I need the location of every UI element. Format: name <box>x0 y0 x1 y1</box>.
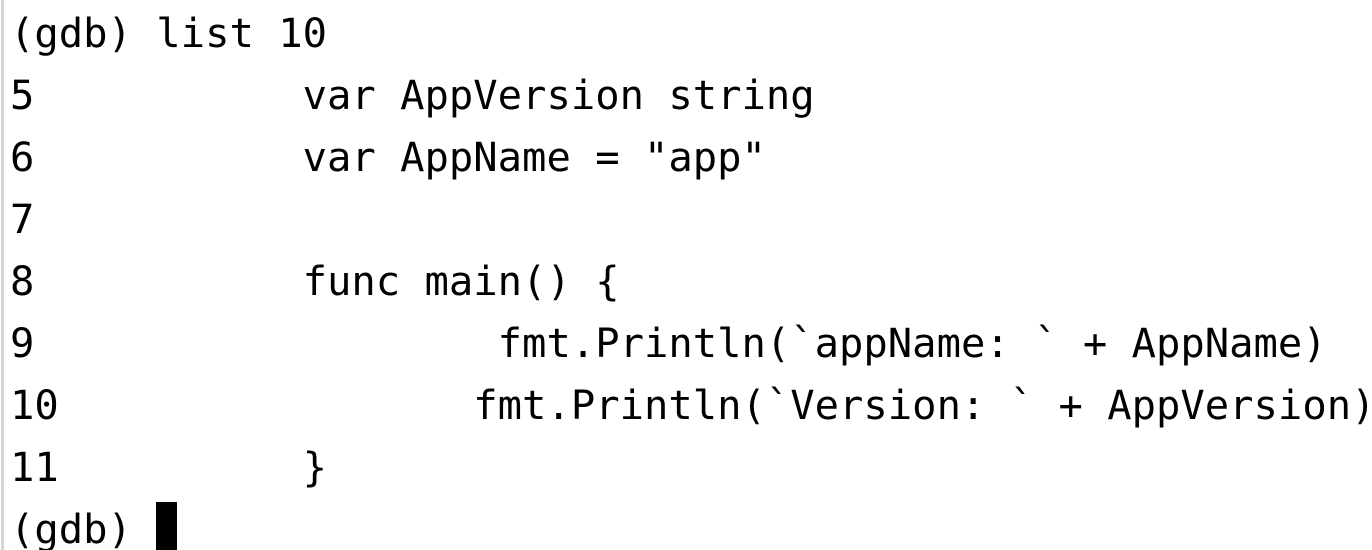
text-cursor <box>156 502 178 550</box>
source-line-8-text: 8 func main() { <box>10 257 620 305</box>
source-line-7-text: 7 <box>10 195 35 243</box>
command-line-text: (gdb) list 10 <box>10 9 327 57</box>
terminal-line-source-6[interactable]: 6 var AppName = "app" <box>0 126 1372 188</box>
terminal-line-source-9[interactable]: 9 fmt.Println(`appName: ` + AppName) <box>0 312 1372 374</box>
terminal-line-source-10[interactable]: 10 fmt.Println(`Version: ` + AppVersion) <box>0 374 1372 436</box>
terminal-line-source-7[interactable]: 7 <box>0 188 1372 250</box>
prompt-text: (gdb) <box>10 505 157 550</box>
source-line-6-text: 6 var AppName = "app" <box>10 133 766 181</box>
source-line-10-text: 10 fmt.Println(`Version: ` + AppVersion) <box>10 381 1372 429</box>
terminal-line-source-11[interactable]: 11 } <box>0 436 1372 498</box>
source-line-11-text: 11 } <box>10 443 327 491</box>
source-line-9-text: 9 fmt.Println(`appName: ` + AppName) <box>10 319 1327 367</box>
terminal-line-source-8[interactable]: 8 func main() { <box>0 250 1372 312</box>
terminal-line-source-5[interactable]: 5 var AppVersion string <box>0 64 1372 126</box>
terminal-line-prompt[interactable]: (gdb) <box>0 498 1372 550</box>
terminal-line-command[interactable]: (gdb) list 10 <box>0 0 1372 64</box>
terminal-left-border <box>1 0 4 550</box>
source-line-5-text: 5 var AppVersion string <box>10 71 815 119</box>
